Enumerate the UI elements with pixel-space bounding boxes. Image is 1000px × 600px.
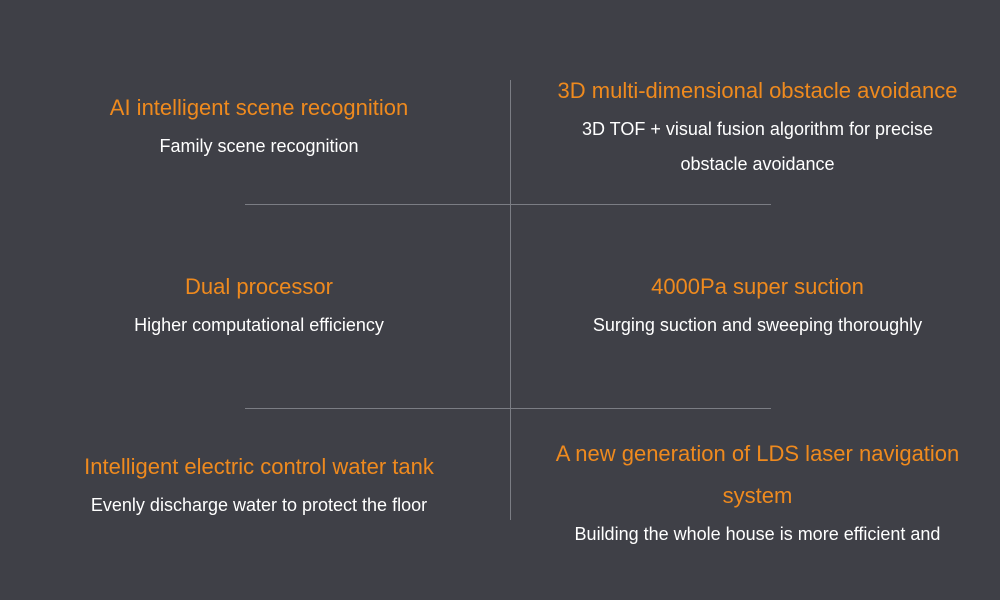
feature-description: Higher computational efficiency bbox=[134, 315, 384, 335]
feature-water-tank: Intelligent electric control water tank … bbox=[20, 446, 498, 523]
feature-title: AI intelligent scene recognition bbox=[109, 95, 409, 120]
feature-description: Surging suction and sweeping thoroughly bbox=[592, 315, 923, 335]
feature-lds-navigation: A new generation of LDS laser navigation… bbox=[515, 433, 1000, 552]
feature-description: Family scene recognition bbox=[159, 136, 359, 156]
feature-title: 3D multi-dimensional obstacle avoidance bbox=[557, 78, 958, 103]
feature-title: Intelligent electric control water tank bbox=[84, 454, 434, 479]
feature-super-suction: 4000Pa super suction Surging suction and… bbox=[515, 266, 1000, 343]
feature-description: 3D TOF + visual fusion algorithm for pre… bbox=[582, 119, 933, 174]
feature-dual-processor: Dual processor Higher computational effi… bbox=[20, 266, 498, 343]
feature-ai-scene-recognition: AI intelligent scene recognition Family … bbox=[20, 87, 498, 164]
horizontal-divider-bottom bbox=[245, 408, 771, 409]
feature-description: Building the whole house is more efficie… bbox=[574, 524, 941, 544]
feature-title: Dual processor bbox=[185, 274, 333, 299]
vertical-divider bbox=[510, 80, 511, 520]
feature-title: A new generation of LDS laser navigation… bbox=[555, 441, 960, 508]
feature-obstacle-avoidance: 3D multi-dimensional obstacle avoidance … bbox=[515, 70, 1000, 182]
horizontal-divider-top bbox=[245, 204, 771, 205]
feature-title: 4000Pa super suction bbox=[651, 274, 864, 299]
feature-description: Evenly discharge water to protect the fl… bbox=[90, 495, 428, 515]
